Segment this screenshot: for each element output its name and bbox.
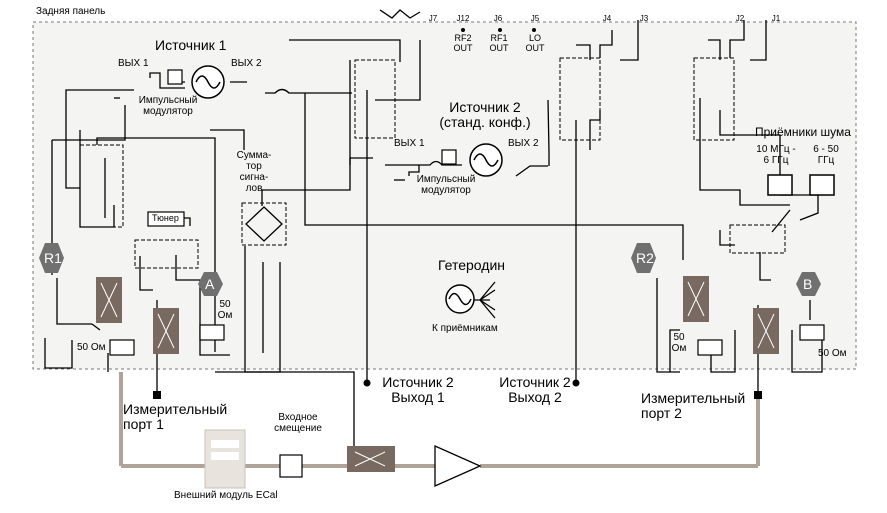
receiver-r1-hex (39, 243, 64, 273)
jack-j2: J2 (735, 14, 745, 23)
combiner-label: Сумма- тор сигна- лов (236, 150, 272, 194)
port2-connector (754, 391, 762, 399)
src2out2-node (572, 379, 580, 387)
noise-band1: 10 МГц - 6 ГГц (756, 144, 796, 166)
receiver-a-label: A (205, 276, 215, 292)
jack-j4: J4 (602, 14, 612, 23)
bias-label: Входное смещение (274, 412, 322, 434)
noise-receiver-1 (767, 174, 793, 196)
jack-j7: J7 (428, 14, 438, 23)
source2-title: Источник 2 (станд. конф.) (439, 99, 531, 131)
lo-out-label: LO OUT (525, 33, 545, 53)
receiver-r2-hex (631, 243, 656, 273)
jack-j1: J1 (771, 14, 781, 23)
noise-title: Приёмники шума (755, 125, 851, 139)
receiver-a-hex (198, 272, 223, 296)
source2-modulator-label: Импульсный модулятор (416, 174, 476, 196)
source-switch-box-1 (354, 59, 396, 139)
panel-title: Задняя панель (36, 6, 106, 17)
bias-tee (279, 454, 303, 478)
jack-j12: J12 (456, 14, 470, 23)
tuner-label: Тюнер (152, 213, 179, 223)
receiver-r2-label: R2 (636, 250, 654, 266)
load-b (799, 324, 825, 341)
source1-out2-label: ВЫХ 2 (231, 58, 262, 69)
amplifier-triangle (434, 444, 482, 488)
source-switch-box-3 (693, 57, 735, 141)
jack-dots (461, 28, 536, 32)
receiver-b-hex (796, 272, 821, 296)
load-r1 (109, 339, 135, 356)
load-a-label: 50 Ом (217, 299, 233, 321)
src2-out2-label: Источник 2 Выход 2 (499, 374, 571, 406)
jack-j3: J3 (639, 14, 649, 23)
source2-out2-label: ВЫХ 2 (508, 138, 539, 149)
src2out1-node (363, 379, 371, 387)
source1-modulator-label: Импульсный модулятор (138, 95, 198, 117)
load-r1-label: 50 Ом (77, 342, 106, 353)
lo-caption: К приёмникам (432, 323, 498, 334)
source2-pulse-switch (441, 149, 457, 165)
source1-switch-box (79, 144, 124, 228)
jack-j6: J6 (493, 14, 503, 23)
receiver-r1-label: R1 (44, 250, 62, 266)
load-b-label: 50 Ом (818, 348, 847, 359)
rf1-out-label: RF1 OUT (489, 33, 509, 53)
source1-title: Источник 1 (155, 37, 227, 53)
receiver-b-label: B (803, 276, 813, 292)
noise-band2: 6 - 50 ГГц (813, 144, 839, 166)
load-a (199, 324, 225, 341)
tuner-box (147, 211, 185, 227)
jack-j5: J5 (530, 14, 540, 23)
src2-out1-label: Источник 2 Выход 1 (382, 374, 454, 406)
lo-title: Гетеродин (438, 257, 505, 273)
source2-out1-label: ВЫХ 1 (394, 138, 425, 149)
noise-switch-box (729, 224, 786, 254)
load-r2-label: 50 Ом (671, 332, 687, 354)
port2-label: Измерительный порт 2 (641, 390, 746, 422)
source1-pulse-switch (167, 69, 183, 85)
combiner-box (241, 202, 287, 246)
rf2-out-label: RF2 OUT (453, 33, 473, 53)
source1-out1-label: ВЫХ 1 (118, 58, 149, 69)
noise-receiver-2 (809, 174, 835, 196)
port1-label: Измерительный порт 1 (123, 401, 228, 433)
source-switch-box-2 (559, 57, 601, 141)
port1-connector (153, 391, 161, 399)
load-r2 (697, 339, 723, 356)
tuner-switch-box (134, 239, 199, 269)
ecal-label: Внешний модуль ECal (174, 490, 278, 501)
